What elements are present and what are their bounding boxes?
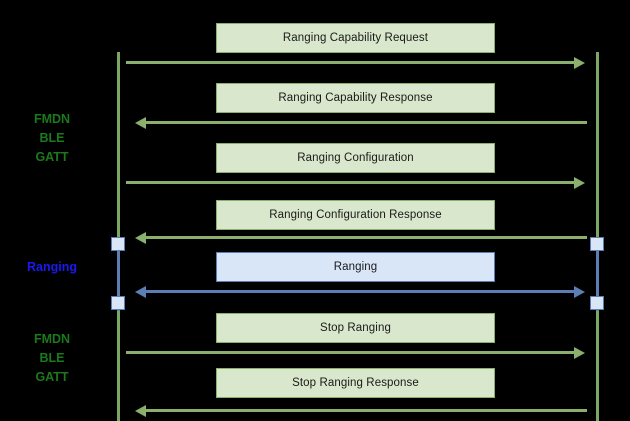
activation-square-left-bottom: [111, 296, 125, 310]
message-arrow-stop-ranging-response: [146, 409, 587, 412]
message-box-ranging-capability-request: Ranging Capability Request: [216, 23, 495, 53]
message-arrow-ranging-capability-request: [126, 61, 576, 64]
side-label-line: GATT: [35, 150, 69, 164]
message-box-stop-ranging-response: Stop Ranging Response: [216, 368, 495, 398]
side-label-fmdn-ble-gatt-bottom: FMDN BLE GATT: [4, 330, 100, 387]
side-label-line: FMDN: [33, 112, 71, 126]
arrowhead-right-ranging: [574, 285, 585, 298]
lifeline-left-blue: [117, 239, 120, 311]
arrowhead-left-ranging: [135, 285, 146, 298]
activation-square-left-top: [111, 237, 125, 251]
message-arrow-ranging-capability-response: [146, 121, 587, 124]
message-arrow-ranging-configuration-response: [146, 236, 587, 239]
message-arrow-ranging-configuration: [126, 181, 576, 184]
side-label-line: BLE: [39, 131, 65, 145]
message-box-stop-ranging: Stop Ranging: [216, 313, 495, 343]
arrowhead-left-stop-ranging-response: [135, 404, 146, 417]
arrowhead-right-ranging-configuration: [574, 176, 585, 189]
message-box-ranging-configuration-response: Ranging Configuration Response: [216, 200, 495, 230]
lifeline-left-green-bottom: [117, 311, 120, 421]
side-label-ranging: Ranging: [4, 258, 100, 277]
lifeline-right-green-top: [596, 52, 599, 239]
arrowhead-right-ranging-capability-request: [574, 56, 585, 69]
message-box-ranging: Ranging: [216, 252, 495, 282]
lifeline-right-blue: [596, 239, 599, 311]
side-label-line: Ranging: [27, 260, 77, 274]
activation-square-right-bottom: [590, 296, 604, 310]
side-label-fmdn-ble-gatt-top: FMDN BLE GATT: [4, 110, 100, 167]
side-label-line: FMDN: [33, 332, 71, 346]
activation-square-right-top: [590, 237, 604, 251]
lifeline-right-green-bottom: [596, 311, 599, 421]
arrowhead-right-stop-ranging: [574, 346, 585, 359]
lifeline-left-green-top: [117, 52, 120, 239]
arrowhead-left-ranging-capability-response: [135, 116, 146, 129]
side-label-line: BLE: [39, 351, 65, 365]
side-label-line: GATT: [35, 370, 69, 384]
message-box-ranging-capability-response: Ranging Capability Response: [216, 83, 495, 113]
message-arrow-stop-ranging: [126, 351, 576, 354]
message-box-ranging-configuration: Ranging Configuration: [216, 143, 495, 173]
arrowhead-left-ranging-configuration-response: [135, 231, 146, 244]
message-arrow-ranging: [146, 290, 576, 293]
